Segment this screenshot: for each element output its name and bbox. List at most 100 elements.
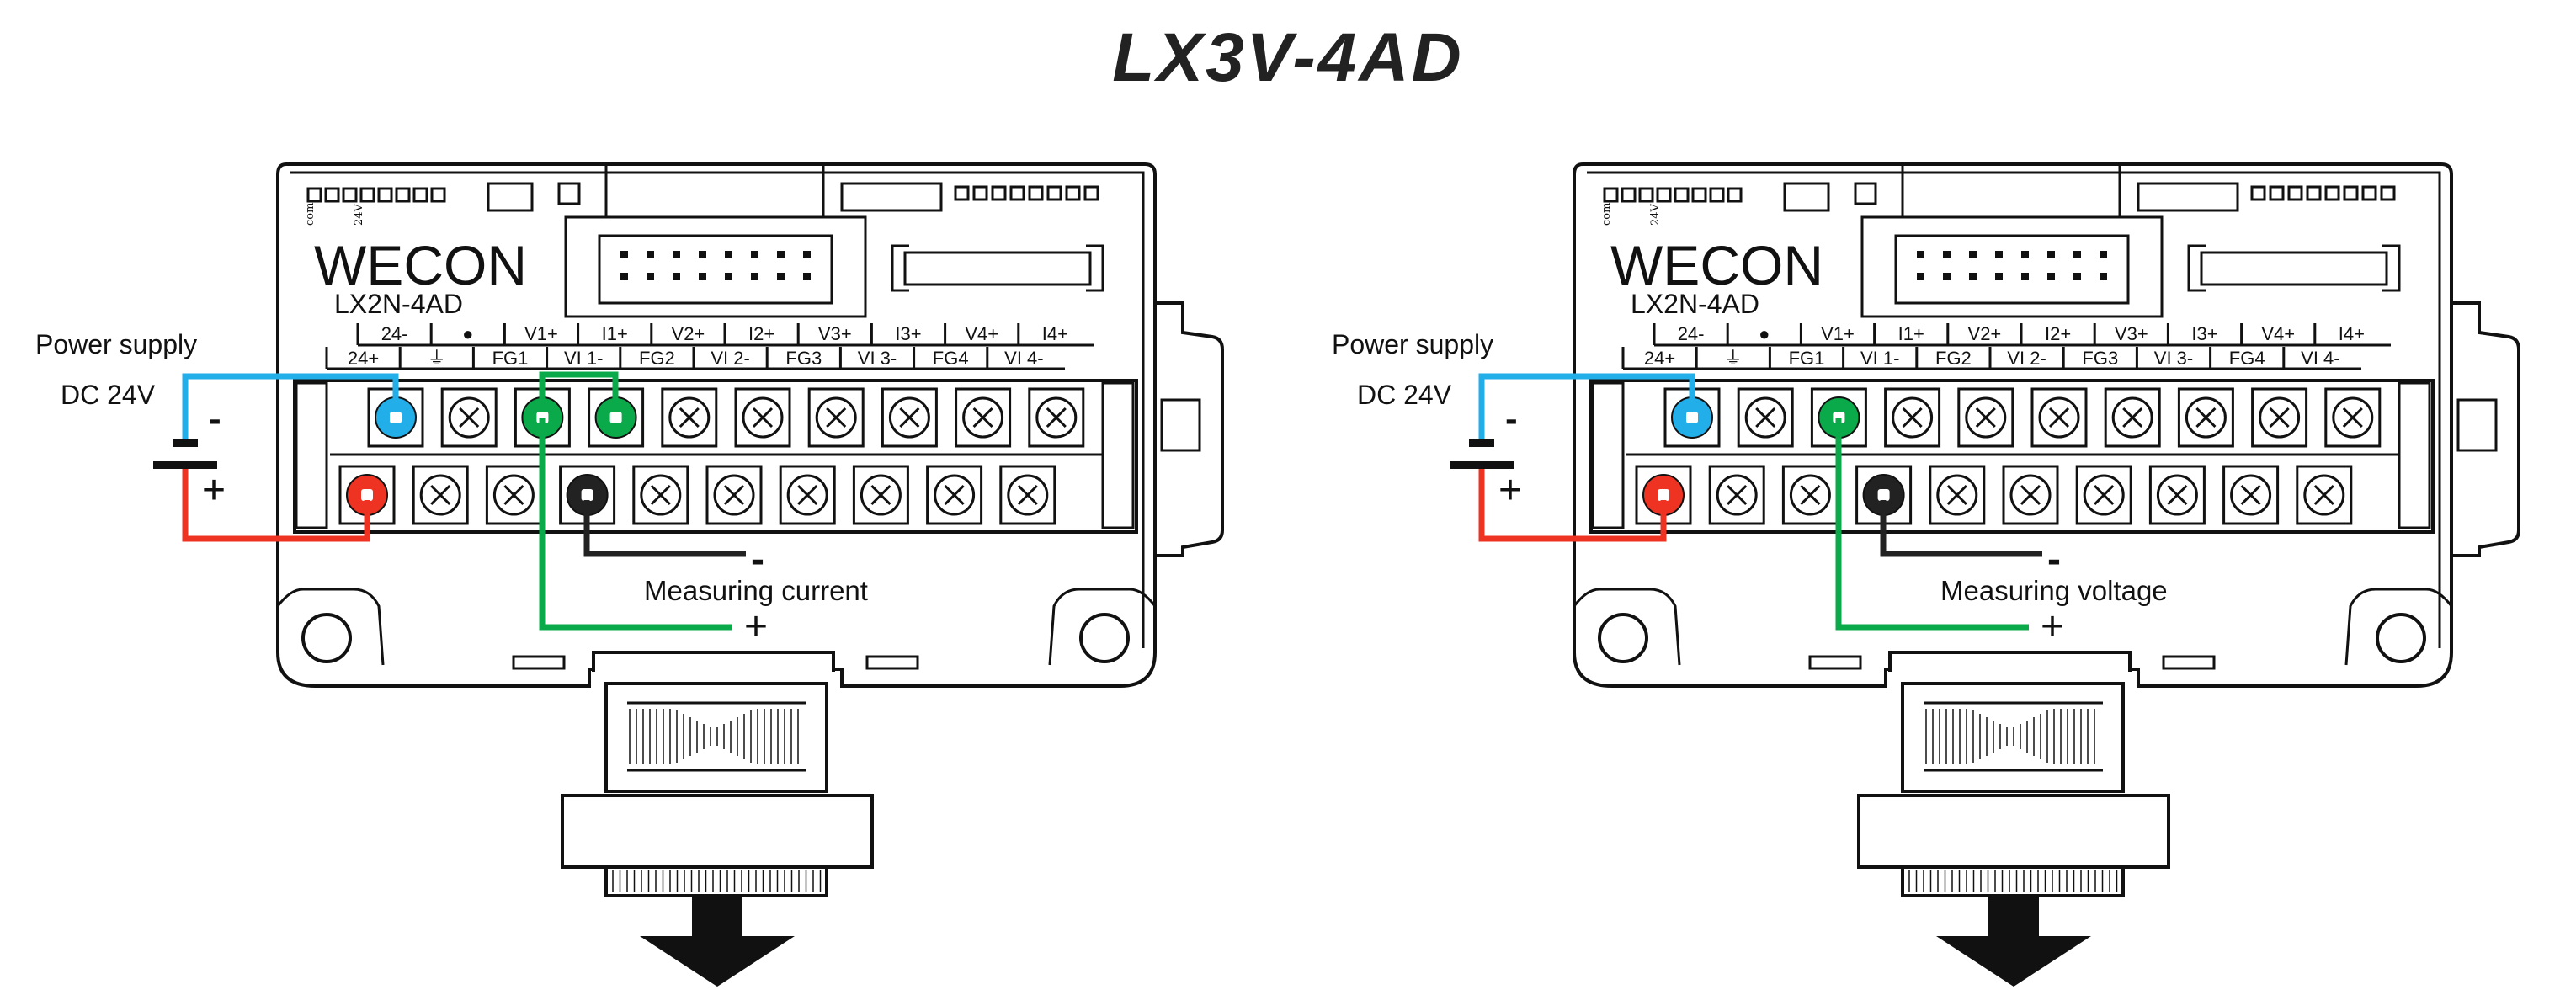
socket-pin (2021, 273, 2029, 280)
socket-pin (725, 251, 732, 258)
socket-pin (751, 251, 758, 258)
wire-jumper-green (539, 371, 619, 412)
screw-cell (1929, 465, 1986, 525)
socket-pin (777, 273, 785, 280)
screw-cross (944, 484, 965, 506)
screw-cell (955, 387, 1012, 448)
screw-cross (2094, 484, 2115, 506)
led-indicator (1621, 187, 1637, 203)
hole-right-frame (1048, 588, 1157, 666)
terminal-label-top: I3+ (895, 323, 921, 344)
terminal-label-bottom: 24+ (1644, 348, 1675, 369)
mounting-hole-left (301, 613, 352, 663)
terminal-label-bottom: VI 3- (858, 348, 897, 369)
screw-cell (2075, 465, 2132, 525)
socket-pin (2073, 251, 2081, 258)
terminal-label-bottom: VI 1- (1860, 348, 1899, 369)
battery-minus-sign: - (1505, 398, 1518, 439)
screw-clamp (1658, 489, 1669, 501)
screw-cross (826, 407, 847, 428)
terminal-end-left (295, 381, 328, 529)
model-label: LX2N-4AD (334, 289, 463, 319)
terminal-label-top: 24- (1678, 323, 1705, 344)
led-indicator (395, 187, 411, 203)
power-label: 24V (353, 203, 365, 226)
terminal-label-top: ● (1759, 323, 1770, 344)
screw-cell (779, 465, 836, 525)
socket-pin (1943, 273, 1951, 280)
housing-inner-edge (1587, 171, 2441, 648)
led-indicator (1656, 187, 1672, 203)
terminal-label-top: I1+ (602, 323, 628, 344)
screw-cell (807, 387, 865, 448)
connector-lip (592, 651, 835, 672)
terminal-label-bottom: VI 2- (711, 348, 749, 369)
measure-plus-sign: + (744, 604, 768, 649)
screw-cross (1800, 484, 1821, 506)
connector-ridge (1924, 701, 2103, 772)
screw-cross (870, 484, 891, 506)
screw-cross (1755, 407, 1776, 428)
wire-positive-red (1478, 469, 1667, 542)
screw-cell (881, 387, 938, 448)
hole-left-frame (276, 588, 385, 666)
socket-pin (803, 273, 811, 280)
battery-plus-sign: + (1498, 468, 1522, 513)
socket-pin (699, 273, 706, 280)
led-indicator (954, 185, 970, 201)
terminal-label-bottom: FG4 (2229, 348, 2265, 369)
wire-negative-blue (1478, 373, 1695, 439)
terminal-label-top: I4+ (1042, 323, 1068, 344)
screw-cell (632, 465, 689, 525)
screw-clamp (361, 489, 373, 501)
down-arrow-icon (640, 896, 795, 987)
screw-cross (2269, 407, 2290, 428)
screw-cell (1957, 387, 2014, 448)
screw-cell (2148, 465, 2206, 525)
wire-measure-green (539, 418, 732, 631)
led-indicator (1691, 187, 1707, 203)
led-indicator (1674, 187, 1690, 203)
terminal-end-left (1591, 381, 1625, 529)
connector-lip (1888, 651, 2132, 672)
small-square (1854, 182, 1877, 205)
screw-clamp (390, 412, 402, 423)
screw-clamp (1686, 412, 1698, 423)
screw-cell (926, 465, 983, 525)
socket-pin (2073, 273, 2081, 280)
terminal-label-top: I3+ (2191, 323, 2217, 344)
socket-frame (1860, 215, 2164, 318)
socket-pin (2100, 273, 2107, 280)
led-indicator (2361, 185, 2377, 201)
right-window (2137, 182, 2239, 212)
socket-pin (647, 273, 654, 280)
screw-cross (723, 484, 745, 506)
led-indicator (2269, 185, 2285, 201)
latch-right (865, 655, 919, 670)
screw-cell (2324, 387, 2382, 448)
terminal-label-bottom: FG2 (1935, 348, 1972, 369)
led-indicator (324, 187, 340, 203)
terminal-label-bottom: FG1 (492, 348, 529, 369)
battery-minus-sign: - (209, 398, 221, 439)
side-bracket (1153, 301, 1224, 557)
measure-minus-sign: - (751, 537, 764, 582)
screw-cross (2020, 484, 2041, 506)
screw-cross (679, 407, 700, 428)
page-title: LX3V-4AD (1112, 19, 1464, 96)
screw-cell (440, 387, 498, 448)
led-indicator (1638, 187, 1654, 203)
socket-pin (647, 251, 654, 258)
connector-body (1901, 682, 2125, 793)
measure-minus-sign: - (2047, 537, 2061, 582)
battery-negative-plate (173, 439, 198, 447)
socket-pin (673, 251, 680, 258)
socket-inner (598, 234, 833, 305)
wire-positive-red (182, 469, 370, 542)
side-bracket-slot (1160, 398, 1201, 452)
socket-pin (803, 251, 811, 258)
terminal-label-top: V4+ (2261, 323, 2295, 344)
measure-label-voltage: Measuring voltage (1940, 575, 2168, 606)
terminal-label-top: I2+ (748, 323, 774, 344)
screw-cross (2195, 407, 2217, 428)
